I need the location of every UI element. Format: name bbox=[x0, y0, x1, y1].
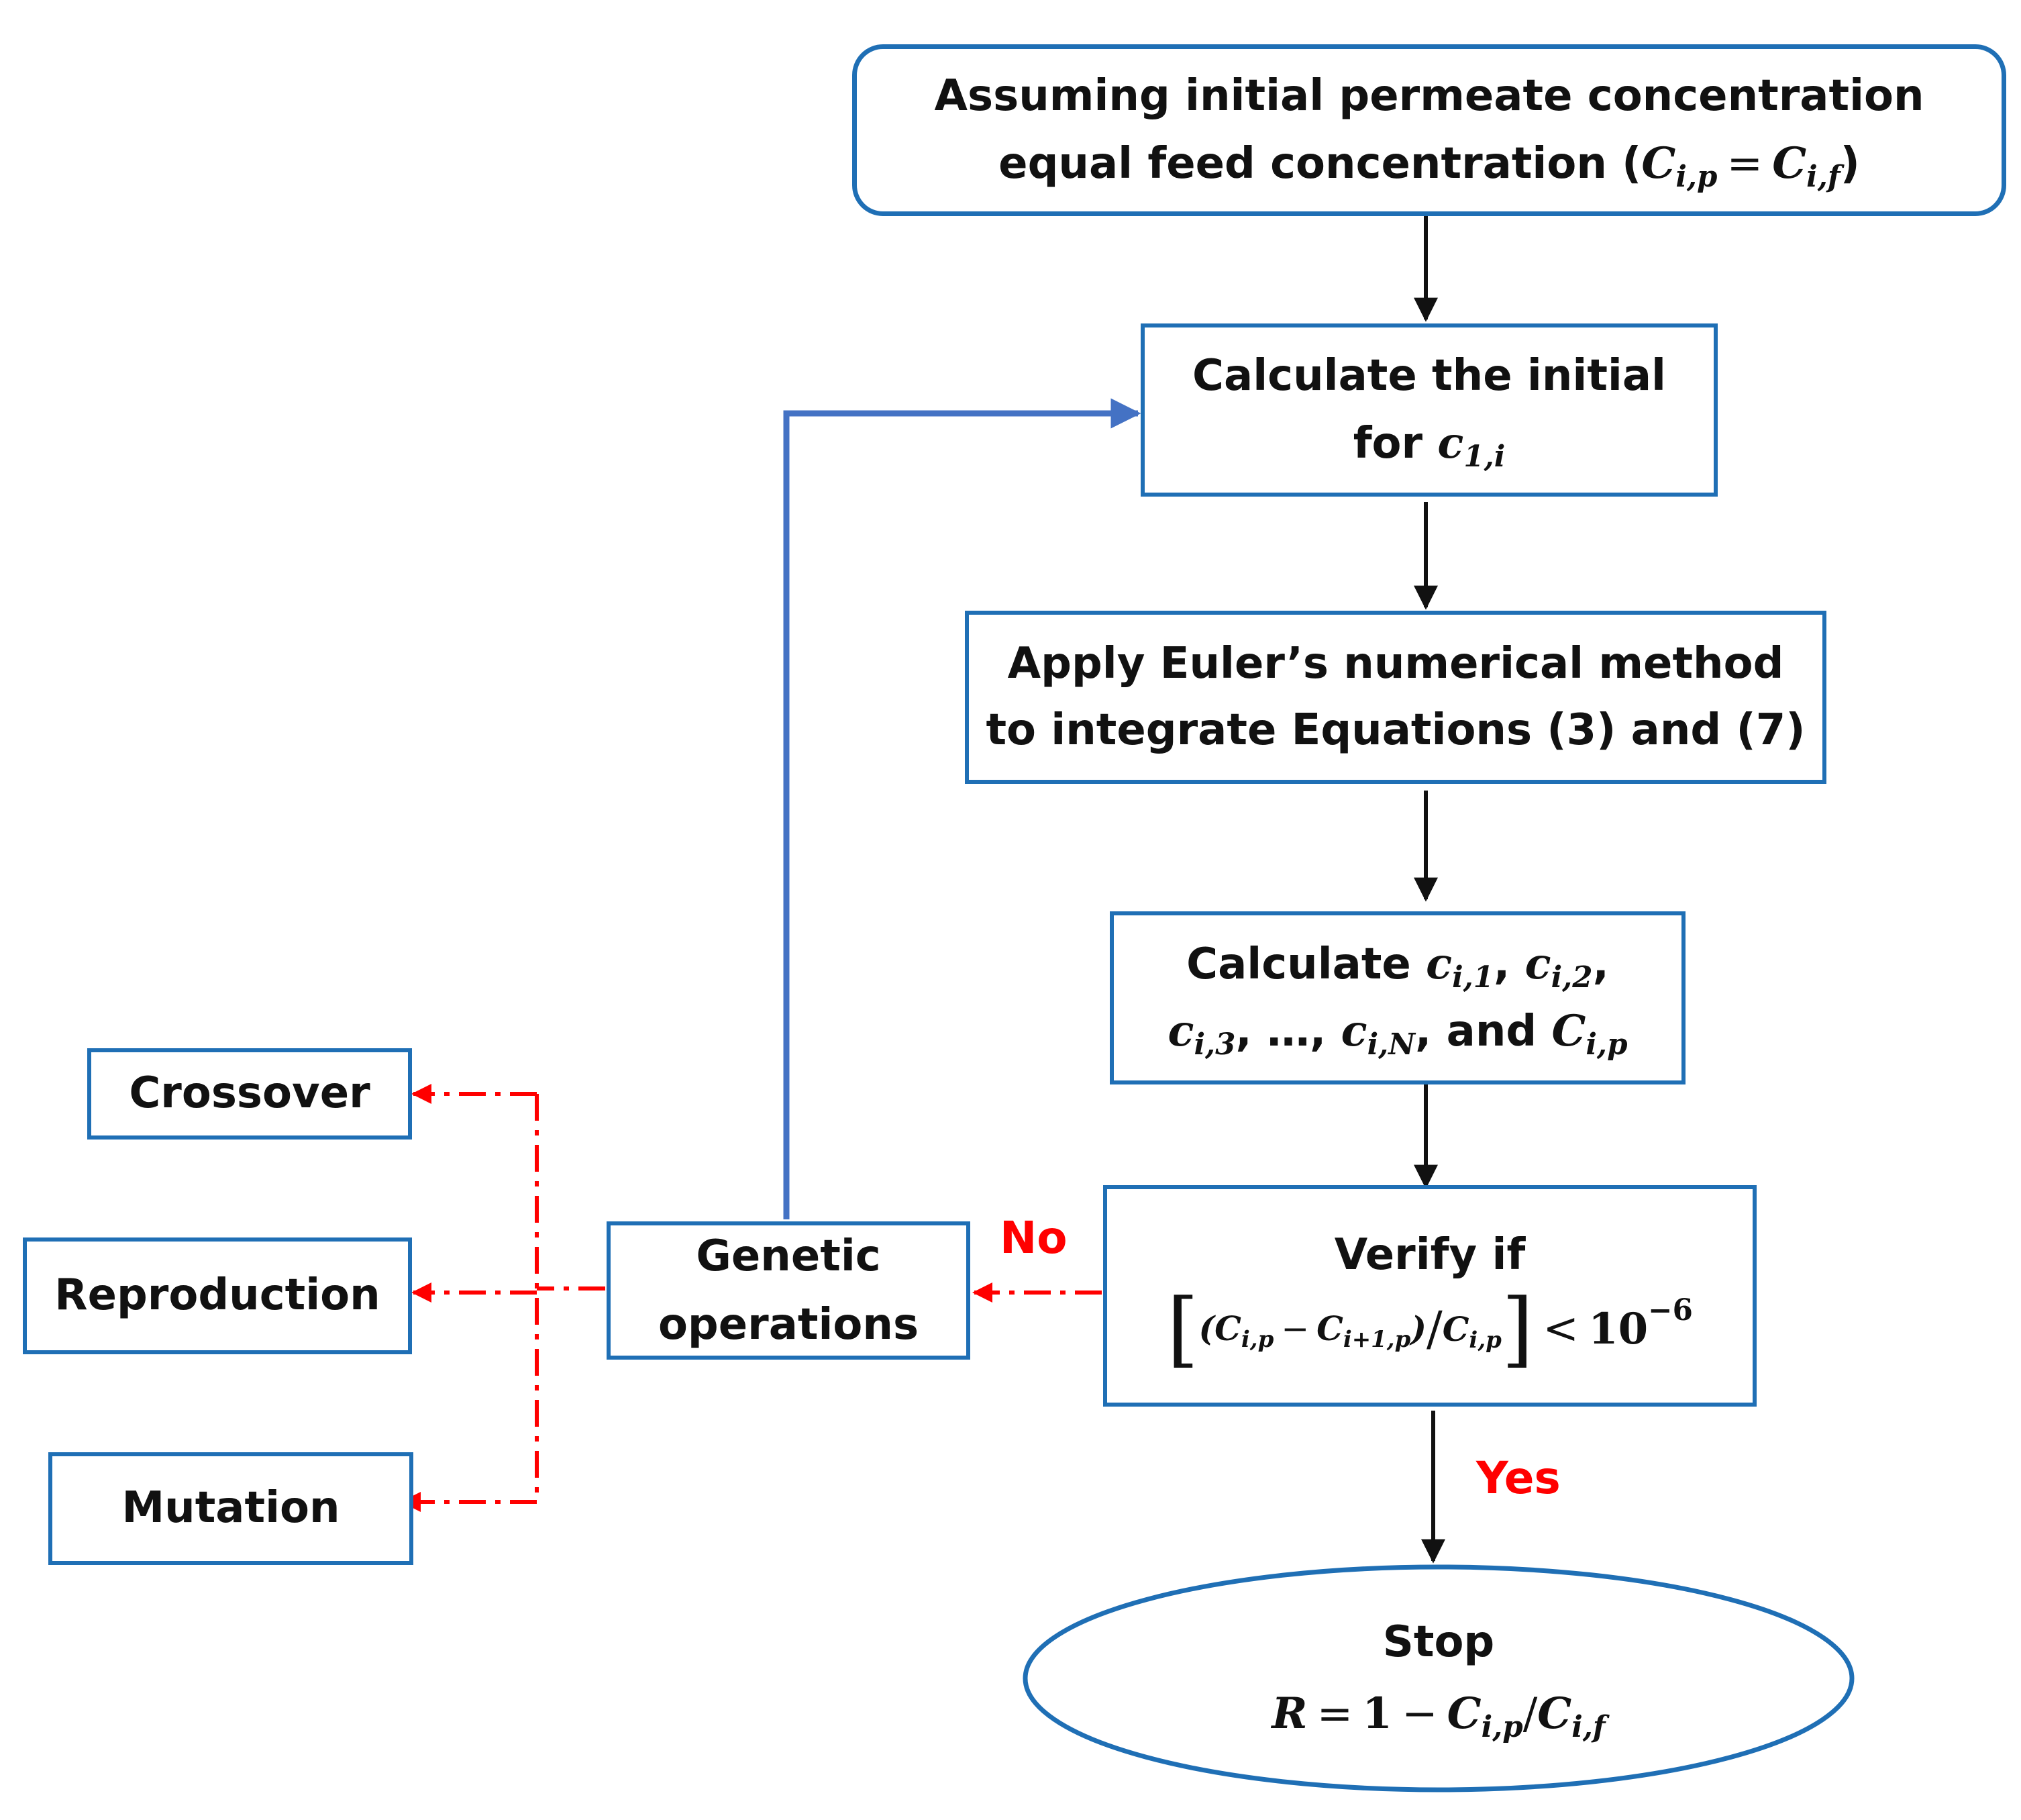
node-reproduction-label: Reproduction bbox=[54, 1270, 380, 1321]
node-genetic-operations: Genetic operations bbox=[607, 1221, 970, 1360]
node-calc-initial-line1: Calculate the initial bbox=[1192, 351, 1666, 401]
node-calc-initial-line2: for c1,i bbox=[1353, 417, 1506, 474]
node-crossover: Crossover bbox=[87, 1048, 412, 1140]
node-verify-condition: Verify if [ (Ci,p−Ci+1,p) / Ci,p ] < 10−… bbox=[1103, 1185, 1757, 1407]
node-assume-line2: equal feed concentration (Ci,p=Ci,f) bbox=[998, 138, 1860, 194]
node-euler-line2: to integrate Equations (3) and (7) bbox=[986, 705, 1806, 755]
node-euler-line1: Apply Euler’s numerical method bbox=[1007, 638, 1784, 689]
node-calc-initial: Calculate the initial for c1,i bbox=[1141, 323, 1718, 497]
node-genetic-line2: operations bbox=[658, 1300, 919, 1350]
stop-oval bbox=[1023, 1564, 1855, 1792]
node-calc-c-line2: ci,3, …, ci,N, and Ci,p bbox=[1168, 1006, 1628, 1062]
arrow-genetic-to-calc-initial bbox=[783, 398, 1141, 1219]
node-calc-concentrations: Calculate ci,1, ci,2, ci,3, …, ci,N, and… bbox=[1110, 911, 1686, 1084]
node-crossover-label: Crossover bbox=[129, 1068, 370, 1119]
node-stop: Stop R=1−Ci,p/Ci,f bbox=[1025, 1567, 1852, 1790]
node-reproduction: Reproduction bbox=[23, 1237, 412, 1354]
node-mutation-label: Mutation bbox=[121, 1483, 340, 1533]
node-verify-formula: [ (Ci,p−Ci+1,p) / Ci,p ] < 10−6 bbox=[1167, 1280, 1693, 1376]
edge-label-no: No bbox=[1000, 1212, 1068, 1264]
node-assume-line1: Assuming initial permeate concentration bbox=[934, 71, 1924, 121]
node-euler-method: Apply Euler’s numerical method to integr… bbox=[965, 611, 1826, 784]
node-stop-formula: R=1−Ci,p/Ci,f bbox=[1272, 1688, 1606, 1744]
node-stop-line1: Stop bbox=[1382, 1617, 1495, 1667]
node-genetic-line1: Genetic bbox=[696, 1231, 881, 1281]
node-verify-line1: Verify if bbox=[1334, 1229, 1526, 1280]
node-calc-c-line1: Calculate ci,1, ci,2, bbox=[1186, 938, 1609, 995]
edge-label-yes: Yes bbox=[1476, 1452, 1561, 1504]
node-assume-initial: Assuming initial permeate concentration … bbox=[852, 44, 2006, 216]
node-mutation: Mutation bbox=[48, 1452, 413, 1565]
